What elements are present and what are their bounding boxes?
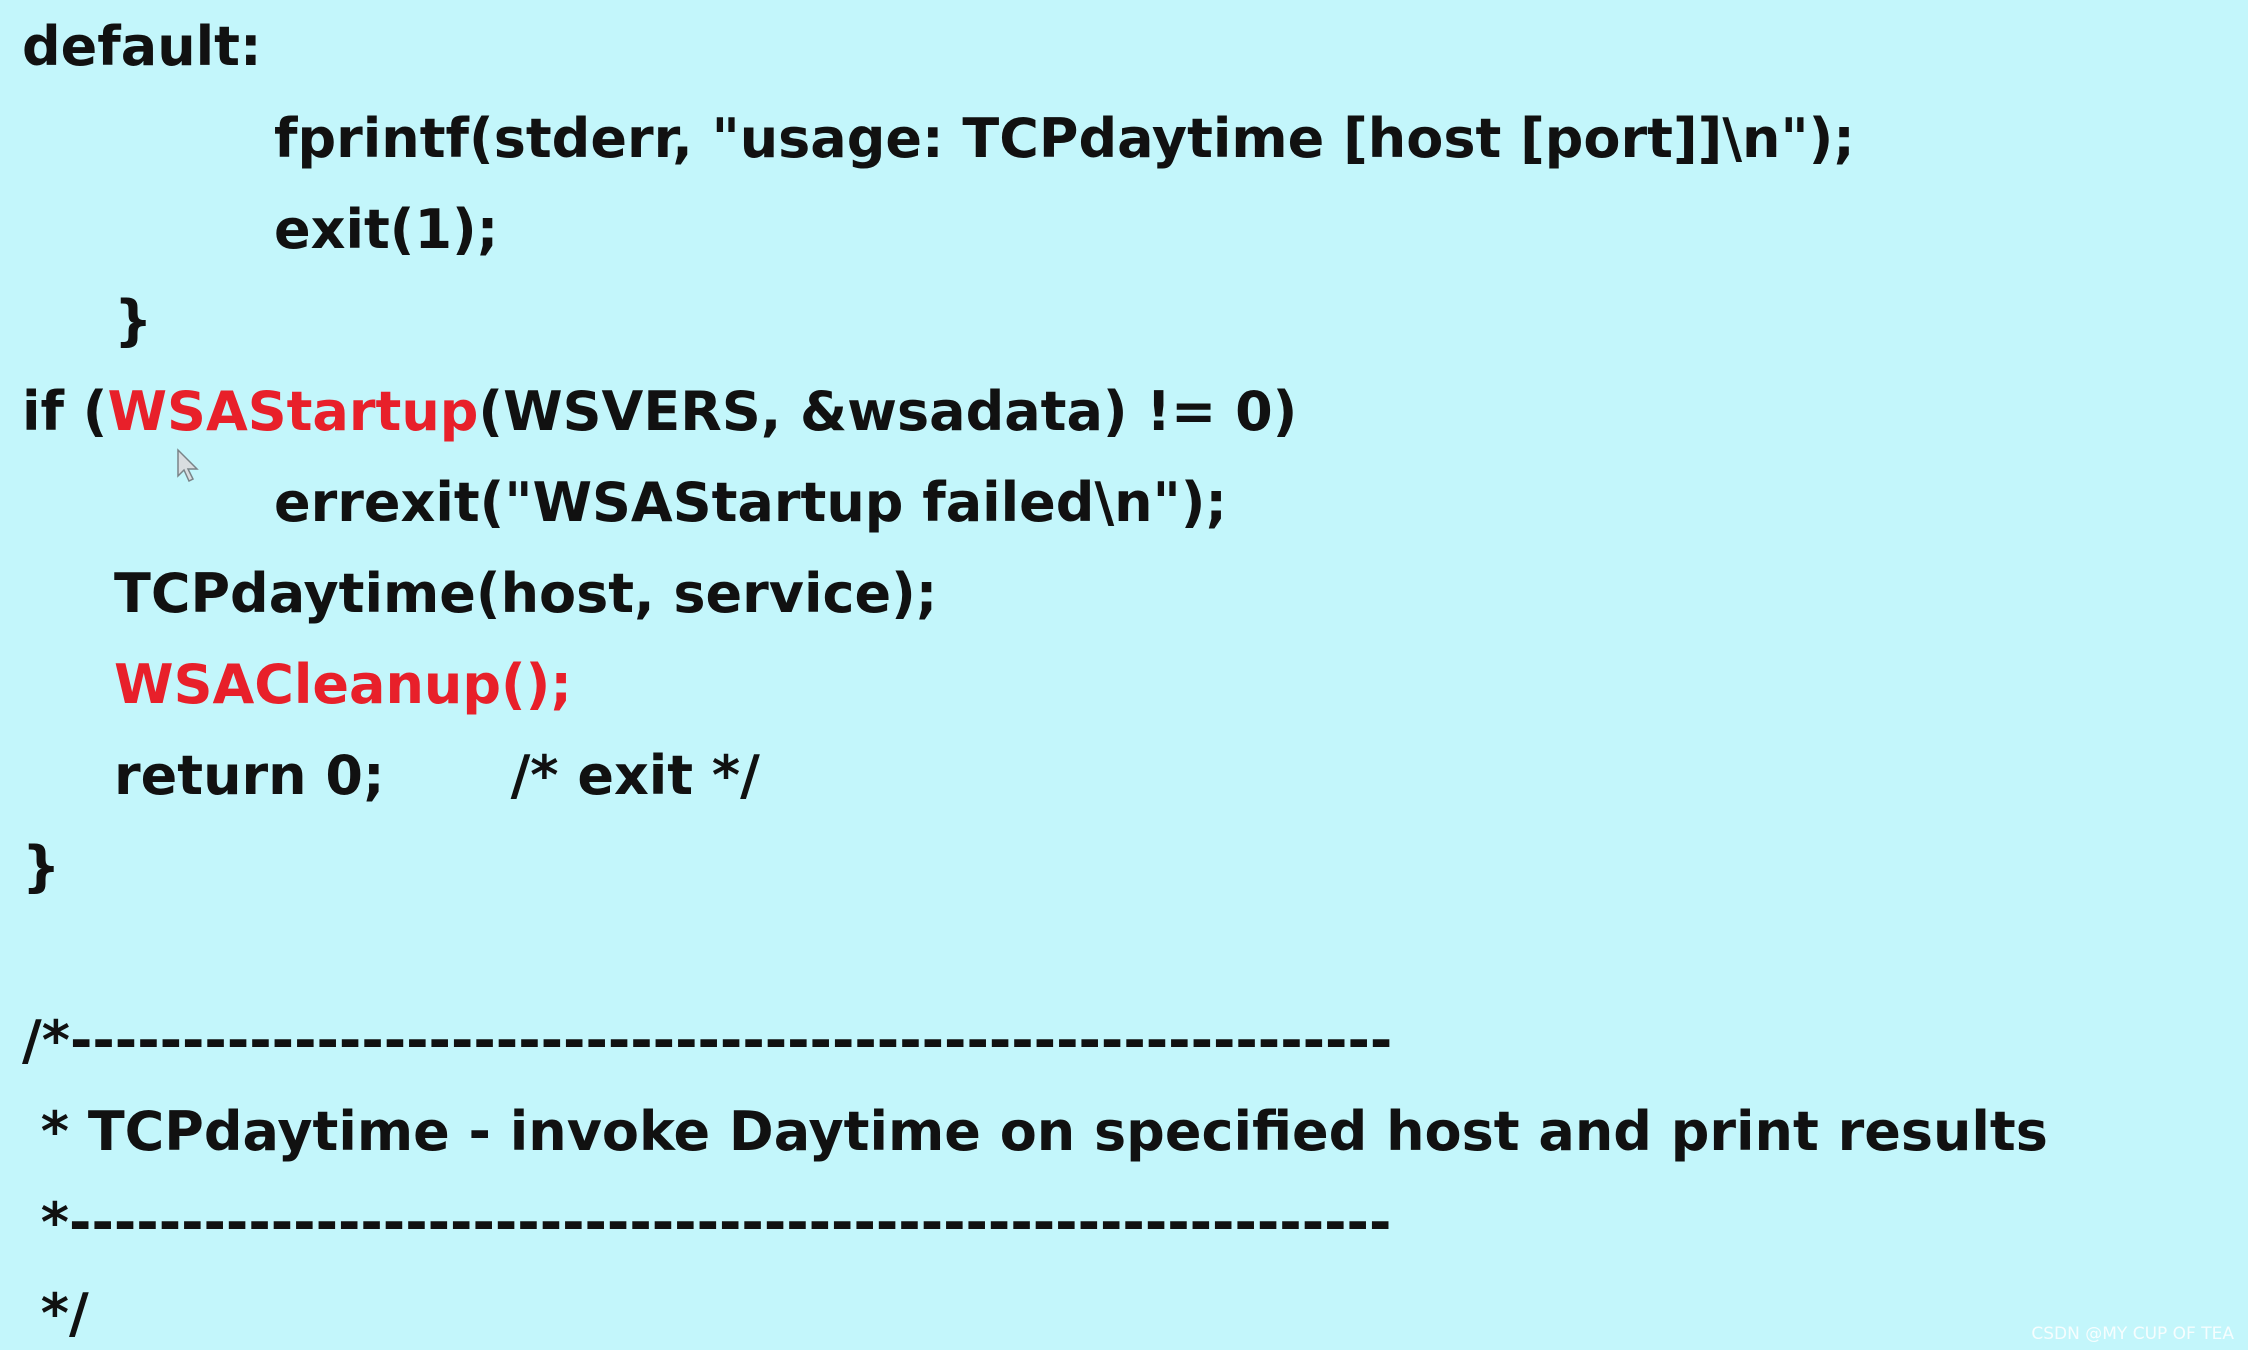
if-suffix: (WSVERS, &wsadata) != 0) — [478, 380, 1298, 443]
comment-line-open: /*--------------------------------------… — [22, 1009, 1393, 1072]
comment-line-description: * TCPdaytime - invoke Daytime on specifi… — [22, 1100, 2048, 1163]
code-line-errexit: errexit("WSAStartup failed\n"); — [274, 471, 1228, 534]
wsastartup-call: WSAStartup — [107, 380, 479, 443]
exit-comment: /* exit */ — [510, 744, 760, 807]
code-line-exit: exit(1); — [274, 198, 499, 261]
if-prefix: if ( — [22, 380, 108, 443]
return-statement: return 0; — [114, 744, 385, 807]
code-line-default: default: — [22, 15, 262, 78]
code-line-tcpdaytime-call: TCPdaytime(host, service); — [114, 562, 938, 625]
mouse-pointer-icon — [177, 448, 199, 483]
comment-line-separator: *---------------------------------------… — [22, 1191, 1392, 1254]
code-line-wsacleanup: WSACleanup(); — [114, 653, 572, 716]
code-line-if-wsastartup: if (WSAStartup(WSVERS, &wsadata) != 0) — [22, 377, 1297, 447]
comment-line-close: */ — [22, 1282, 89, 1345]
code-line-close-brace-main: } — [22, 835, 61, 898]
code-line-fprintf: fprintf(stderr, "usage: TCPdaytime [host… — [274, 107, 1855, 170]
code-line-close-brace-switch: } — [114, 289, 153, 352]
watermark: CSDN @MY CUP OF TEA — [2031, 1324, 2234, 1344]
code-line-return: return 0; /* exit */ — [114, 741, 760, 811]
